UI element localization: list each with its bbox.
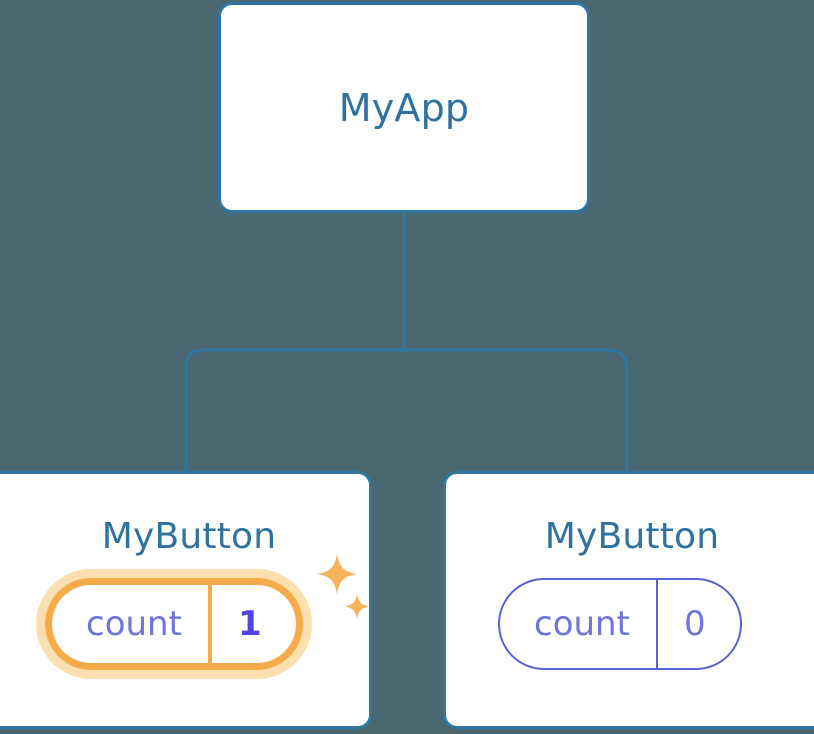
state-pill-wrapper-right: count 0 [498,578,742,670]
state-pill-value: 1 [207,585,296,663]
node-myapp-title: MyApp [338,85,470,130]
state-pill-wrapper-left: count 1 [45,578,303,670]
state-pill-value: 0 [655,580,740,668]
node-mybutton-right[interactable]: MyButton count 0 [443,471,814,729]
node-mybutton-right-title: MyButton [544,516,720,557]
sparkle-large-icon [317,554,357,594]
sparkle-group [317,554,370,619]
node-mybutton-left[interactable]: MyButton count 1 [0,471,372,729]
state-pill-key: count [534,604,630,644]
sparkle-small-icon [344,594,370,619]
node-myapp[interactable]: MyApp [218,2,590,213]
node-mybutton-left-title: MyButton [101,516,277,557]
state-pill-count-active[interactable]: count 1 [45,578,303,670]
edge-branch-bar [184,348,629,471]
state-pill-count-idle[interactable]: count 0 [498,578,742,670]
state-pill-key: count [86,604,182,644]
